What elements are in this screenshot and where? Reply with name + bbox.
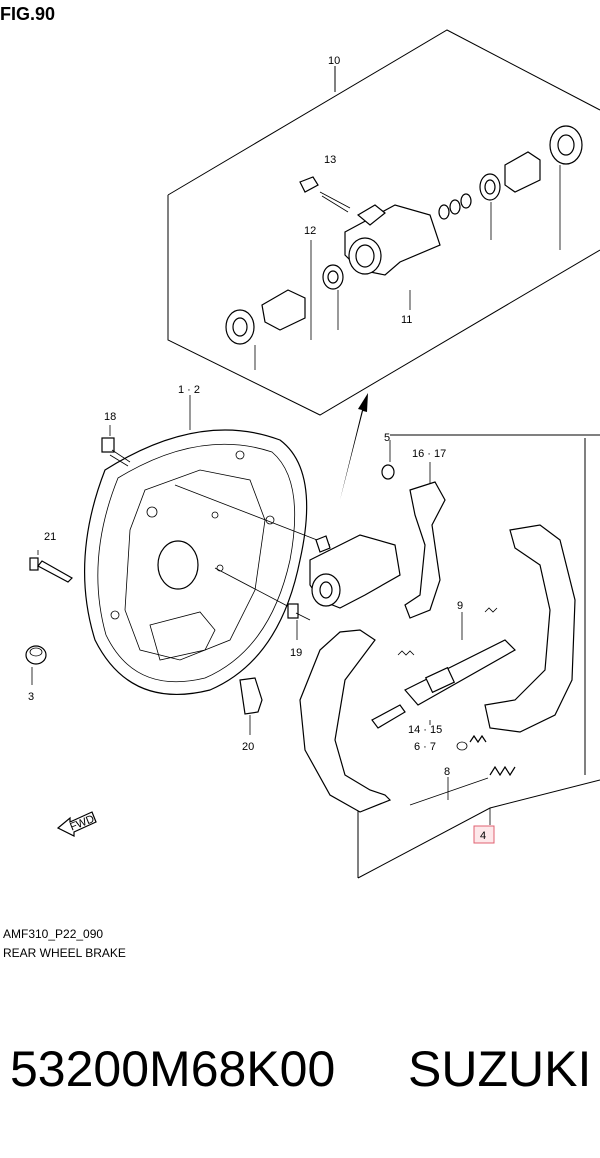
bleeder-screw — [299, 176, 351, 213]
callout-12: 12 — [304, 225, 316, 237]
adjuster-strut — [371, 639, 516, 729]
callout-6-7: 6 · 7 — [414, 741, 436, 753]
fwd-label: FWD — [68, 813, 96, 834]
fwd-arrow: FWD — [56, 811, 97, 837]
callout-14-15: 14 · 15 — [408, 724, 442, 736]
callout-3: 3 — [28, 691, 34, 703]
parking-brake-lever — [404, 481, 446, 619]
wheel-cylinder-assembled — [309, 534, 401, 609]
highlight-box-4 — [473, 825, 495, 844]
callout-11: 11 — [401, 314, 412, 326]
callout-19: 19 — [290, 647, 302, 659]
callout-10: 10 — [328, 55, 340, 67]
wheel-cylinder-body — [344, 204, 441, 276]
callout-9: 9 — [457, 600, 463, 612]
spring-9 — [397, 607, 498, 656]
part-number: 53200M68K00 — [10, 1041, 336, 1097]
spring-6-7 — [456, 734, 487, 751]
callout-18: 18 — [104, 411, 116, 423]
figure-caption-code: AMF310_P22_090 — [3, 927, 104, 941]
piston-cups-right — [438, 125, 583, 220]
piston-cups-left — [225, 264, 344, 345]
figure-caption-name: REAR WHEEL BRAKE — [3, 946, 126, 960]
callout-16-17: 16 · 17 — [412, 448, 446, 460]
callout-5: 5 — [384, 432, 390, 444]
washer-5 — [381, 464, 395, 480]
callout-1-2: 1 · 2 — [178, 384, 200, 396]
backing-plate — [83, 429, 308, 696]
callout-21: 21 — [44, 531, 56, 543]
bolt-21 — [29, 557, 73, 583]
brake-shoe-left — [299, 629, 392, 813]
brake-shoe-right — [484, 524, 576, 733]
plug-3 — [25, 645, 47, 665]
bolt-19 — [287, 603, 311, 621]
figure-title: FIG.90 — [0, 4, 56, 24]
wheel-cylinder-kit-box — [167, 29, 600, 416]
callout-20: 20 — [242, 741, 254, 753]
callout-13: 13 — [324, 154, 336, 166]
clip-20 — [239, 677, 263, 715]
assembly-arrow — [340, 393, 368, 500]
callout-8: 8 — [444, 766, 450, 778]
callout-4: 4 — [480, 830, 486, 842]
spring-8 — [409, 765, 516, 806]
brand-name: SUZUKI — [408, 1041, 592, 1097]
bolt-18 — [101, 437, 131, 467]
